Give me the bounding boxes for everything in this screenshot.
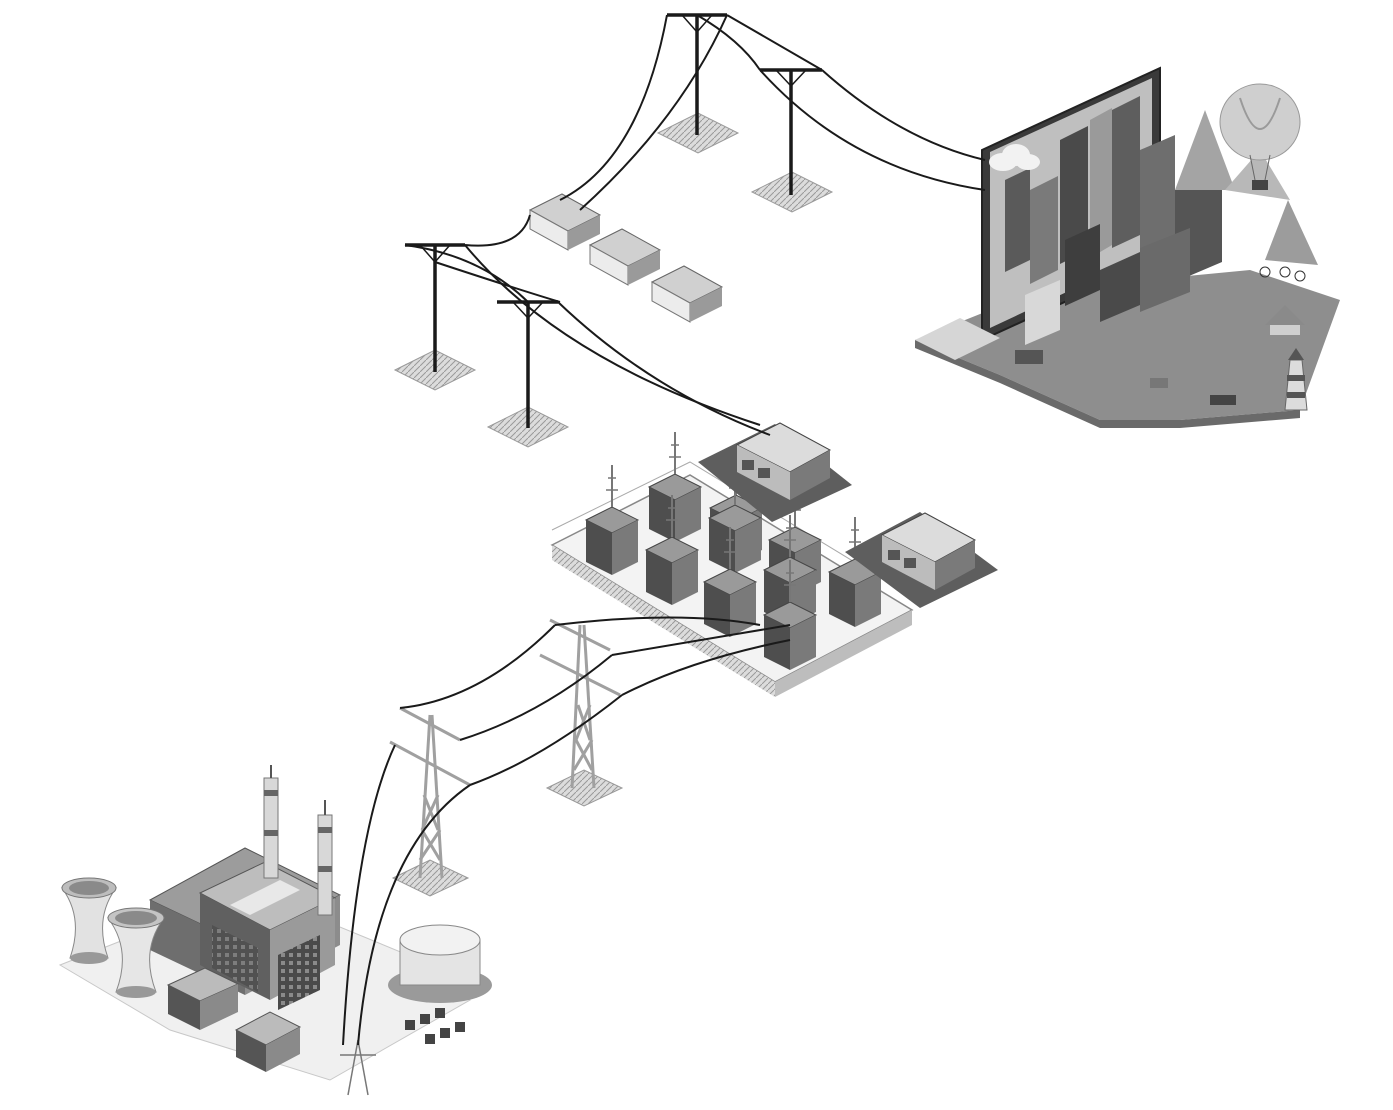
cloud-icon <box>989 144 1040 171</box>
transformer-substation <box>550 432 914 697</box>
power-lines <box>342 14 986 1046</box>
ground-pylon <box>340 1039 376 1096</box>
transformer <box>584 465 640 575</box>
steel-tower <box>389 706 471 879</box>
generator-block <box>234 1011 302 1072</box>
carousel <box>1265 305 1305 335</box>
small-substation-buildings <box>528 193 724 323</box>
chimney <box>263 765 279 879</box>
steel-transmission-towers <box>389 618 624 897</box>
lighthouse <box>1284 348 1308 411</box>
city-skyline <box>1005 96 1222 345</box>
storage-tank <box>388 924 492 1003</box>
cooling-tower <box>107 907 165 998</box>
service-building <box>845 512 998 608</box>
power-plant <box>58 765 492 1096</box>
cooling-tower <box>61 877 117 964</box>
transformer <box>647 432 703 542</box>
steel-tower <box>539 618 621 789</box>
utility-poles <box>393 13 834 448</box>
generator-block <box>166 967 240 1030</box>
transformer-units <box>405 1008 465 1044</box>
hot-air-balloon <box>1219 83 1301 190</box>
transformer <box>644 495 700 605</box>
service-building <box>698 422 852 522</box>
smart-city-screen <box>915 66 1340 428</box>
chimney <box>317 800 333 916</box>
